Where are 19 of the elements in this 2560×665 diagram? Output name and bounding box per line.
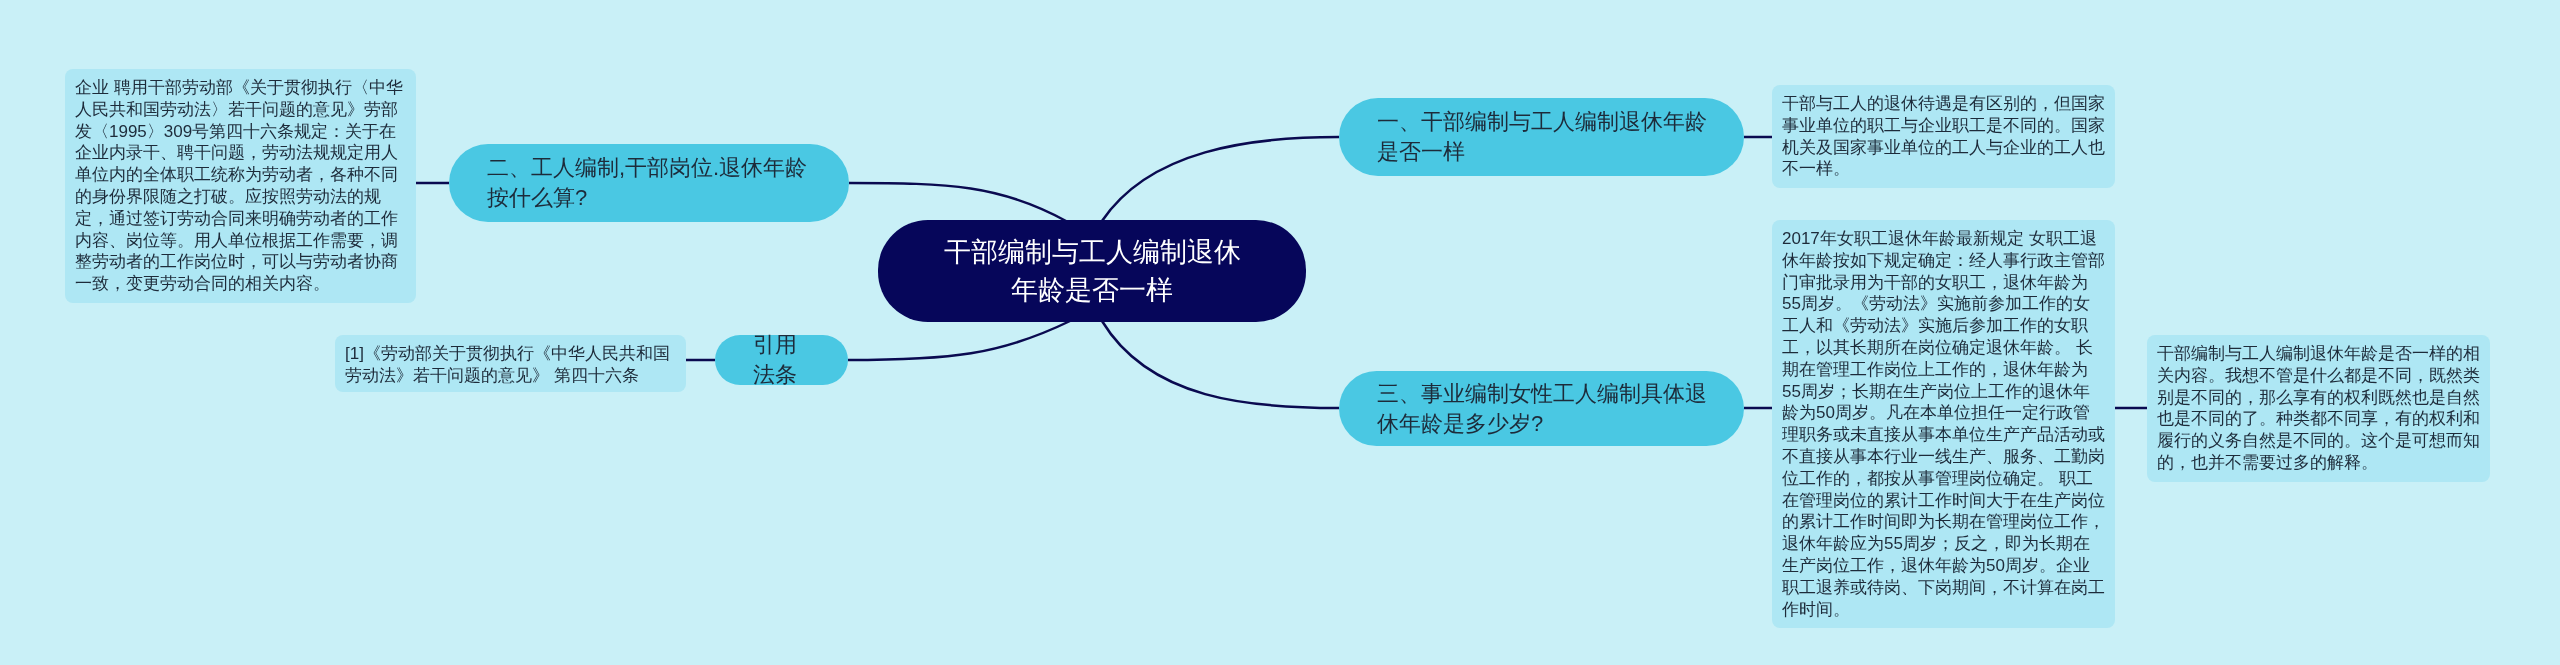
connector-line	[686, 358, 715, 362]
note-box: 干部与工人的退休待遇是有区别的，但国家事业单位的职工与企业职工是不同的。国家机关及国家事业单位的工人与企业的工人也不一样。	[1772, 85, 2115, 189]
note-box: [1]《劳动部关于贯彻执行《中华人民共和国劳动法》若干问题的意见》 第四十六条	[335, 335, 686, 392]
connector-line	[849, 181, 1067, 223]
connector-line	[1744, 135, 1772, 139]
topic-box: 一、干部编制与工人编制退休年龄是否一样	[1339, 98, 1744, 176]
connector-line	[1744, 406, 1772, 410]
connector-line	[416, 181, 449, 185]
note-box: 2017年女职工退休年龄最新规定 女职工退休年龄按如下规定确定：经人事行政主管部门审批录用为干部的女职工，退休年龄为55周岁。《劳动法》实施前参加工作的女工人和《劳动法》实施后参加工作的女职工，以其长期所在岗位确定退休年龄。 长期在管理工作岗位上工作的，退休年龄为55周岁；长期在生产岗位上工作的退休年龄为50周岁。凡在本单位担任一定行政管理职务或未直接从事本单位生产产品活动或不直接从事本行业一线生产、服务、工勤岗位工作的，都按从事管理岗位确定。 职工在管理岗位的累计工作时间大于在生产岗位的累计工作时间即为长期在管理岗位工作，退休年龄应为55周岁；反之，即为长期在生产岗位工作，退休年龄为50周岁。企业职工退养或待岗、下岗期间，不计算在岗工作时间。	[1772, 220, 2115, 629]
topic-box: 三、事业编制女性工人编制具体退休年龄是多少岁?	[1339, 371, 1744, 446]
note-box: 企业 聘用干部劳动部《关于贯彻执行〈中华人民共和国劳动法〉若干问题的意见》劳部发〈1995〉309号第四十六条规定：关于在企业内录干、聘干问题，劳动法规规定用人单位内的全体职工统称为劳动者，各种不同的身份界限随之打破。应按照劳动法的规定，通过签订劳动合同来明确劳动者的工作内容、岗位等。用人单位根据工作需要，调整劳动者的工作岗位时，可以与劳动者协商一致，变更劳动合同的相关内容。	[65, 69, 416, 303]
topic-box: 二、工人编制,干部岗位.退休年龄按什么算?	[449, 144, 849, 222]
connector-line	[1101, 320, 1339, 410]
note-box: 干部编制与工人编制退休年龄是否一样的相关内容。我想不管是什么都是不同，既然类别是不同的，那么享有的权利既然也是自然也是不同的了。种类都不同享，有的权利和履行的义务自然是不同的。这个是可想而知的，也并不需要过多的解释。	[2147, 335, 2490, 482]
connector-line	[2115, 406, 2147, 410]
connector-line	[848, 319, 1071, 362]
topic-box: 引用法条	[715, 335, 848, 385]
connector-line	[1101, 135, 1339, 222]
central-topic: 干部编制与工人编制退休年龄是否一样	[878, 220, 1306, 322]
